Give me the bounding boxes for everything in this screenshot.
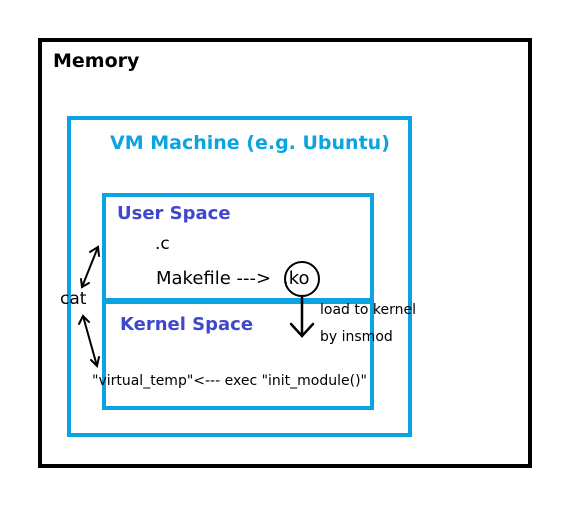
cat-label: cat bbox=[60, 289, 87, 309]
user-space-title: User Space bbox=[117, 203, 231, 224]
kernel-space-title: Kernel Space bbox=[120, 314, 254, 335]
insmod-down-arrow bbox=[289, 294, 315, 338]
ko-circle bbox=[284, 261, 320, 297]
ko-file-label: .ko bbox=[283, 268, 310, 289]
cat-user-space-double-arrow bbox=[80, 245, 100, 289]
exec-init-module-label: "virtual_temp"<--- exec "init_module()" bbox=[92, 373, 367, 389]
memory-title: Memory bbox=[53, 50, 140, 72]
c-file-label: .c bbox=[155, 234, 170, 254]
kernel-space-box bbox=[102, 298, 374, 410]
vm-machine-title: VM Machine (e.g. Ubuntu) bbox=[110, 132, 390, 154]
user-space-box bbox=[102, 193, 374, 304]
vm-machine-box bbox=[67, 116, 412, 437]
by-insmod-label: by insmod bbox=[320, 329, 393, 345]
memory-box bbox=[38, 38, 532, 468]
load-to-kernel-label: load to kernel bbox=[320, 302, 416, 318]
makefile-label: Makefile ---> bbox=[156, 268, 272, 289]
cat-kernel-space-double-arrow bbox=[78, 314, 100, 368]
